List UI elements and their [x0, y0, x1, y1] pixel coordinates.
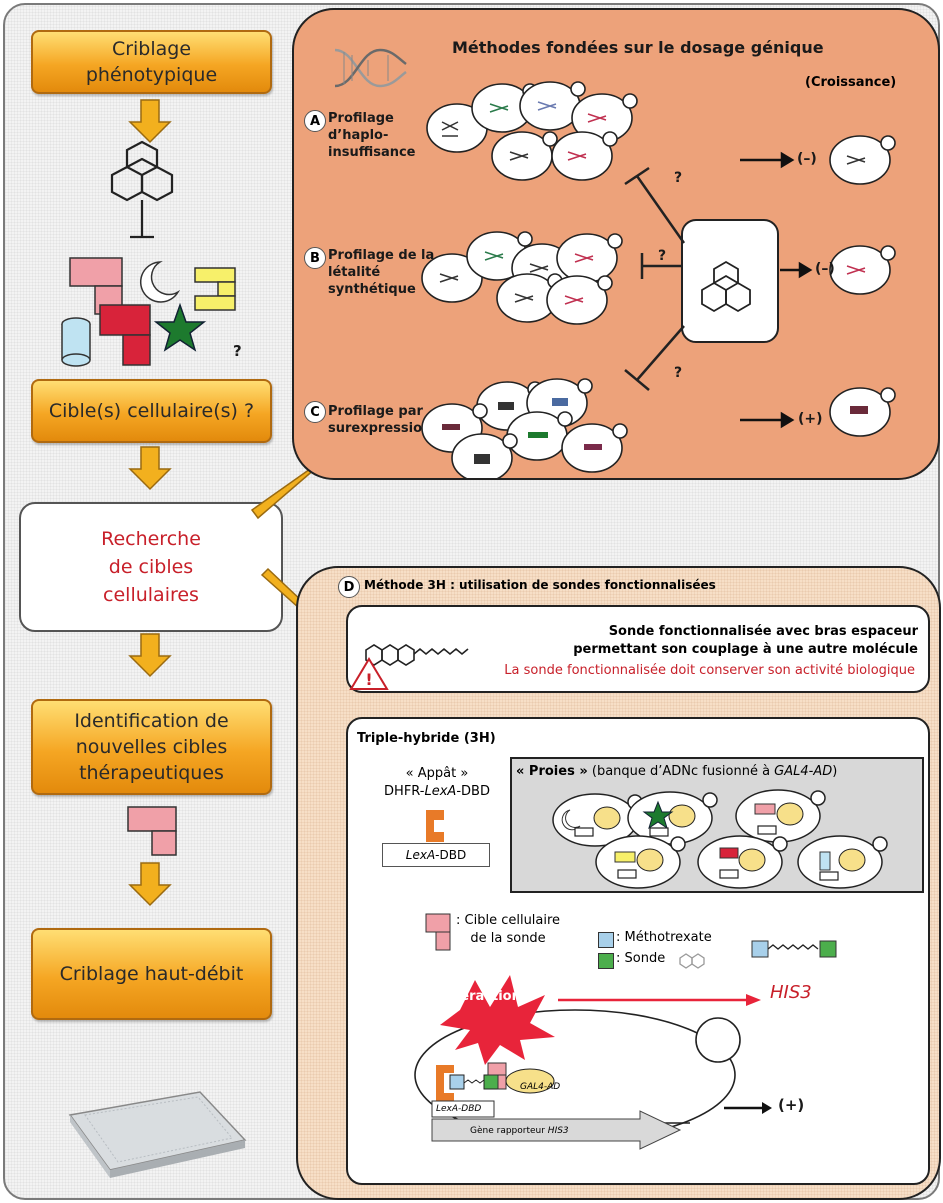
down-arrow-2	[129, 446, 171, 490]
question-mark-a: ?	[674, 170, 683, 186]
his3-label: HIS3	[770, 982, 812, 1003]
cells-a	[426, 81, 638, 181]
legend-probe: : Sonde	[616, 951, 666, 966]
bait-line1: « Appât »	[405, 766, 469, 781]
bait-line2: DHFR-LexA-DBD	[384, 784, 490, 799]
legend-target-icon	[425, 913, 451, 951]
lexa-dbd-box: LexA-DBD	[382, 843, 490, 867]
down-arrow-4	[129, 862, 171, 906]
box-phenotypic-screening: Criblage phénotypique	[31, 30, 272, 94]
question-mark-c: ?	[674, 365, 683, 381]
legend-mtx-swatch	[598, 932, 614, 948]
target-shape-small	[127, 806, 177, 856]
method-b-label: Profilage de la létalité synthétique	[328, 248, 435, 297]
result-arrow-d	[724, 1102, 772, 1114]
badge-c: C	[304, 401, 326, 423]
compound-molecule	[701, 260, 751, 313]
probe-desc-line1: Sonde fonctionnalisée avec bras espaceur	[608, 624, 918, 639]
legend-methotrexate: : Méthotrexate	[616, 930, 712, 945]
mtx-probe-conjugate	[751, 940, 837, 958]
probe-mini-icon	[679, 953, 705, 969]
question-mark-left: ?	[233, 342, 242, 360]
bottom-panel-title: Méthode 3H : utilisation de sondes fonct…	[364, 578, 716, 592]
triple-hybrid-title: Triple-hybride (3H)	[357, 731, 496, 746]
prey-title: « Proies » (banque d’ADNc fusionné à GAL…	[516, 764, 838, 779]
microplate-image	[68, 1091, 247, 1178]
box-target-search: Recherche de cibles cellulaires	[19, 502, 283, 632]
method-a-label: Profilage d’haplo- insuffisance	[328, 111, 416, 160]
probe-desc-line2: permettant son couplage à une autre molé…	[573, 642, 918, 657]
result-d: (+)	[778, 1096, 805, 1114]
top-panel-title: Méthodes fondées sur le dosage génique	[452, 38, 824, 57]
inhibition-lines	[624, 166, 686, 391]
interaction-burst	[440, 975, 555, 1065]
result-cells	[829, 135, 896, 437]
badge-a: A	[304, 110, 326, 132]
box-cellular-targets: Cible(s) cellulaire(s) ?	[31, 379, 272, 443]
his3-arrow	[558, 994, 761, 1006]
functionalized-probe-icon	[365, 644, 469, 666]
box-high-throughput: Criblage haut-débit	[31, 928, 272, 1020]
phenanthrene-molecule	[110, 140, 174, 239]
target-shapes	[61, 257, 236, 367]
result-a: (–)	[797, 151, 817, 167]
bait-label: « Appât » DHFR-LexA-DBD	[382, 765, 492, 801]
warning-icon: !	[349, 657, 389, 690]
interaction-label: Interaction	[440, 989, 521, 1004]
badge-b: B	[304, 247, 326, 269]
top-panel-graphics	[421, 81, 896, 478]
down-arrow-1	[129, 99, 171, 143]
reporter-cell-diagram	[414, 975, 741, 1150]
dna-icon	[334, 48, 407, 88]
legend-target: : Cible cellulaire de la sonde	[456, 913, 561, 946]
method-c-label: Profilage par surexpression	[328, 404, 432, 436]
svg-text:!: !	[365, 670, 372, 689]
result-b: (–)	[815, 261, 835, 277]
gal4-ad-label: GAL4-AD	[520, 1082, 561, 1092]
cells-b	[421, 231, 623, 325]
box-new-targets: Identification de nouvelles cibles théra…	[31, 699, 272, 795]
cells-c	[421, 378, 628, 478]
prey-cells	[552, 789, 888, 889]
lexa-dbd-label: LexA-DBD	[436, 1104, 482, 1114]
reporter-gene-label: Gène rapporteur HIS3	[470, 1126, 569, 1136]
result-arrows	[740, 151, 813, 429]
growth-label: (Croissance)	[805, 75, 897, 90]
badge-d: D	[338, 576, 360, 598]
probe-description: Sonde fonctionnalisée avec bras espaceur…	[520, 623, 918, 659]
compound-box	[681, 219, 779, 343]
bait-dhfr-icon	[426, 810, 444, 842]
warning-text: La sonde fonctionnalisée doit conserver …	[504, 663, 915, 678]
result-c: (+)	[798, 411, 823, 427]
down-arrow-3	[129, 633, 171, 677]
question-mark-b: ?	[658, 248, 667, 264]
legend-probe-swatch	[598, 953, 614, 969]
